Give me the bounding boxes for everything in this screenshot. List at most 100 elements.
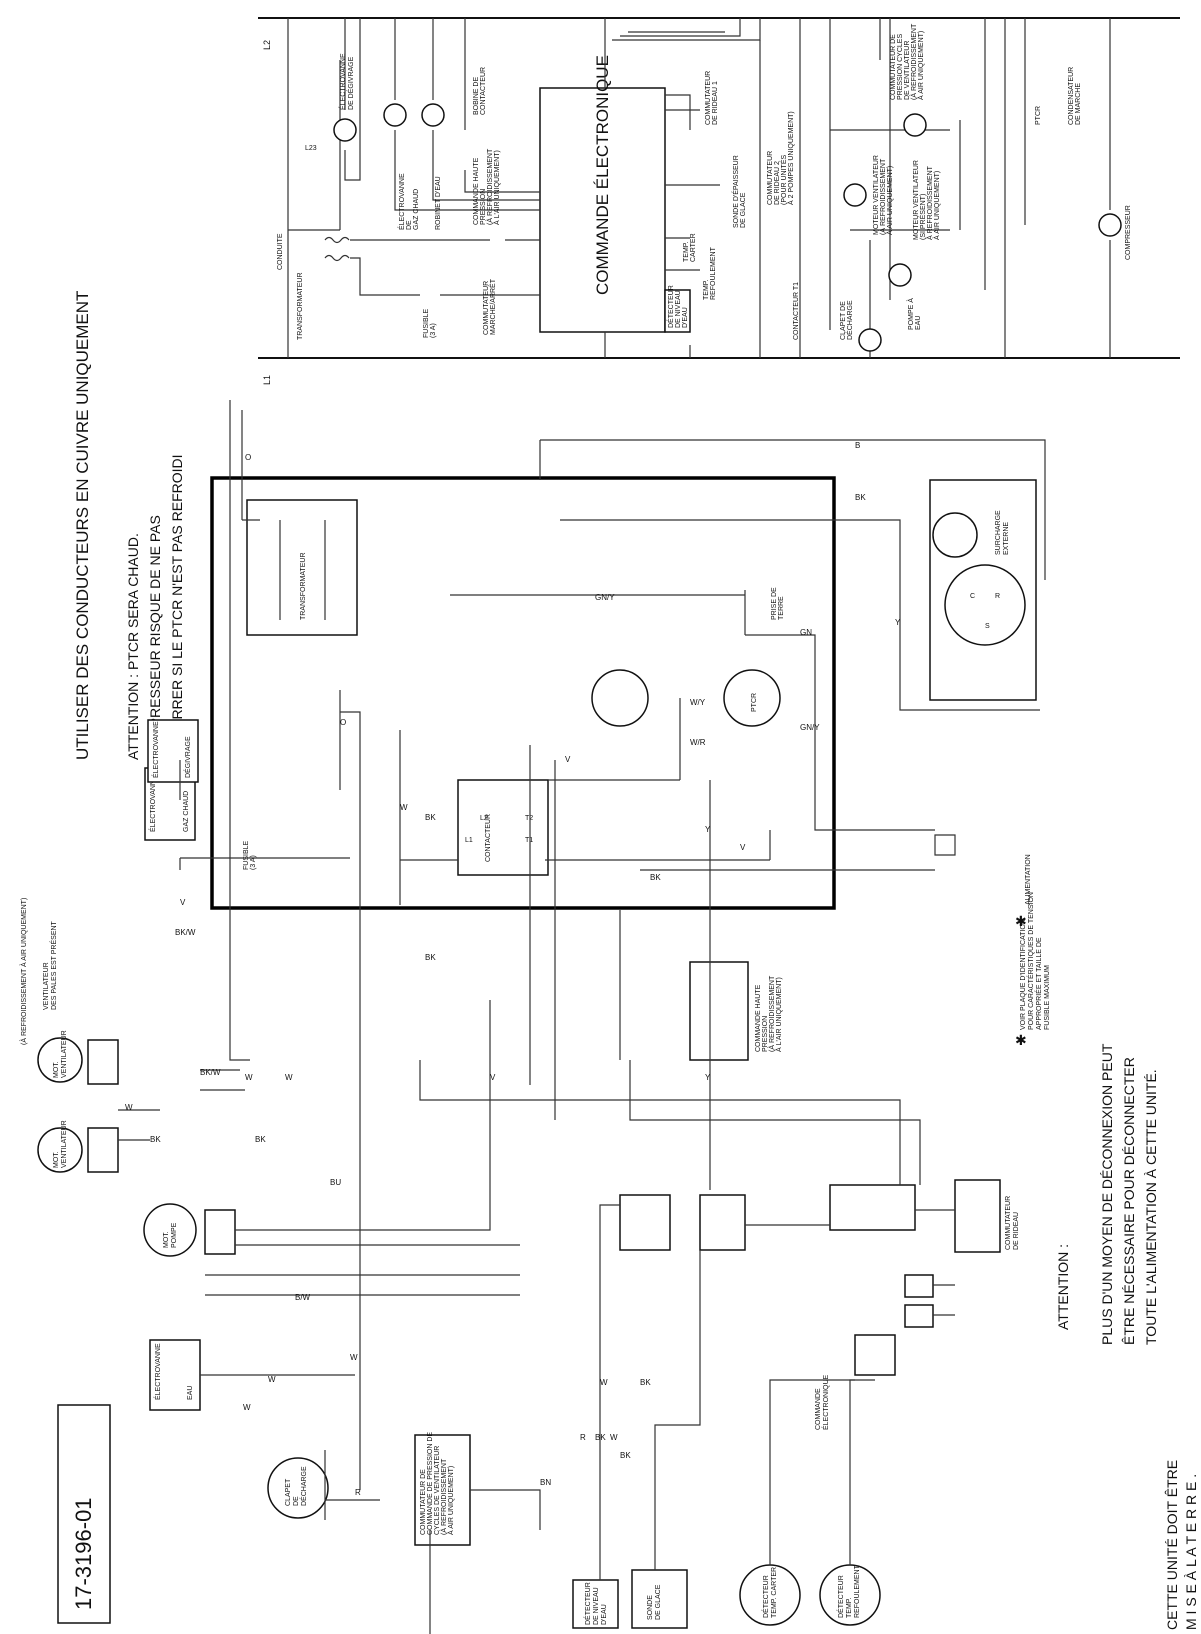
svg-text:L23: L23 (305, 145, 317, 152)
svg-text:(À REFROIDISSEMENT: (À REFROIDISSEMENT (878, 158, 887, 235)
ptcr-warning-line-3: DÉMARRER SI LE PTCR N'EST PAS REFROIDI (169, 454, 185, 760)
svg-text:À AIR UNIQUEMENT): À AIR UNIQUEMENT) (446, 1466, 455, 1535)
svg-text:DE: DE (406, 220, 413, 230)
svg-text:W: W (285, 1073, 293, 1082)
svg-text:W/R: W/R (690, 738, 706, 747)
ladder-diagram: L2 L1 COMMANDE ÉLECTRONIQUE DÉTECTEUR DE… (258, 17, 1180, 385)
svg-text:ÉLECTROVANNE: ÉLECTROVANNE (338, 53, 347, 110)
part-number: 17-3196-01 (71, 1497, 96, 1610)
svg-text:D'EAU: D'EAU (682, 307, 689, 328)
svg-text:COMMANDE HAUTE: COMMANDE HAUTE (473, 157, 480, 225)
svg-text:VENTILATEUR: VENTILATEUR (61, 1120, 68, 1168)
svg-text:BK: BK (595, 1433, 606, 1442)
svg-text:CARTER: CARTER (690, 233, 697, 262)
part-number-block: 17-3196-01 (57, 1404, 111, 1624)
supply-label: ALIMENTATION (1025, 854, 1032, 905)
svg-text:ÉLECTROVANNE: ÉLECTROVANNE (151, 721, 160, 778)
svg-text:W: W (245, 1073, 253, 1082)
svg-text:GN/Y: GN/Y (800, 723, 820, 732)
svg-text:CYCLES DE VENTILATEUR: CYCLES DE VENTILATEUR (434, 1446, 441, 1535)
svg-text:EXTERNE: EXTERNE (1003, 522, 1010, 555)
svg-text:BOBINE DE: BOBINE DE (473, 77, 480, 115)
svg-text:W: W (600, 1378, 608, 1387)
svg-text:SURCHARGE: SURCHARGE (995, 510, 1002, 555)
svg-text:(SI PRÉSENT): (SI PRÉSENT) (918, 194, 927, 240)
svg-text:POMPE À: POMPE À (906, 298, 915, 330)
svg-text:EAU: EAU (915, 316, 922, 330)
ptcr-warning: ATTENTION : PTCR SERA CHAUD. COMPRESSEUR… (125, 454, 185, 760)
svg-text:COMMUTATEUR: COMMUTATEUR (483, 281, 490, 335)
svg-text:PRISE DE: PRISE DE (771, 587, 778, 620)
svg-text:✱: ✱ (1015, 913, 1027, 929)
svg-text:FUSIBLE: FUSIBLE (243, 840, 250, 870)
svg-text:VOIR PLAQUE D'IDENTIFICATION: VOIR PLAQUE D'IDENTIFICATION (1020, 919, 1027, 1030)
svg-text:CLAPET: CLAPET (285, 1478, 292, 1506)
svg-text:BK: BK (640, 1378, 651, 1387)
svg-text:GAZ CHAUD: GAZ CHAUD (413, 189, 420, 230)
svg-text:BK/W: BK/W (175, 928, 196, 937)
ventilator-legend: VENTILATEUR DES PALES EST PRÉSENT (43, 920, 58, 1010)
svg-text:DE RIDEAU 2: DE RIDEAU 2 (774, 161, 781, 205)
svg-text:À L'AIR UNIQUEMENT): À L'AIR UNIQUEMENT) (492, 150, 501, 225)
svg-text:DE VENTILATEUR: DE VENTILATEUR (904, 41, 911, 100)
svg-text:BK/W: BK/W (200, 1068, 221, 1077)
svg-text:C: C (970, 593, 975, 600)
svg-text:À AIR UNIQUEMENT): À AIR UNIQUEMENT) (916, 31, 925, 100)
svg-text:W: W (243, 1403, 251, 1412)
svg-text:V: V (180, 898, 186, 907)
svg-text:TRANSFORMATEUR: TRANSFORMATEUR (297, 272, 304, 340)
svg-text:W/Y: W/Y (690, 698, 706, 707)
svg-text:DES PALES EST PRÉSENT: DES PALES EST PRÉSENT (49, 920, 58, 1010)
transformer-block (246, 499, 358, 636)
svg-text:REFOULEMENT: REFOULEMENT (854, 1564, 861, 1618)
svg-text:DE GLACE: DE GLACE (740, 192, 747, 228)
svg-text:EAU: EAU (187, 1386, 194, 1400)
svg-text:BK: BK (650, 873, 661, 882)
svg-text:COMPRESSEUR: COMPRESSEUR (1125, 205, 1132, 260)
svg-text:(À REFROIDISSEMENT: (À REFROIDISSEMENT (485, 148, 494, 225)
svg-text:S: S (985, 623, 990, 630)
wiring-components: TRANSFORMATEUR CONTACTEUR L1 L2 T1 T2 FU… (37, 479, 1037, 1629)
svg-text:APPROPRIÉE ET TAILLE DE: APPROPRIÉE ET TAILLE DE (1034, 937, 1043, 1030)
svg-text:PRESSION: PRESSION (480, 189, 487, 225)
svg-text:FUSIBLE MAXIMUM: FUSIBLE MAXIMUM (1044, 965, 1051, 1030)
disconnect-title: ATTENTION : (1055, 1244, 1071, 1330)
air-cooled-note: (À REFROIDISSEMENT À AIR UNIQUEMENT) (19, 898, 28, 1045)
svg-text:DÉGIVRAGE: DÉGIVRAGE (183, 736, 192, 778)
svg-text:DÉCHARGE: DÉCHARGE (845, 300, 854, 340)
svg-text:BK: BK (620, 1451, 631, 1460)
ground-line-2: M I S E À L A T E R R E . (1183, 1474, 1199, 1630)
svg-text:(3 A): (3 A) (250, 855, 257, 870)
wiring-runs (118, 400, 1046, 1634)
svg-text:L2: L2 (480, 815, 488, 822)
svg-text:ROBINET D'EAU: ROBINET D'EAU (435, 176, 442, 230)
svg-text:À AIR UNIQUEMENT): À AIR UNIQUEMENT) (885, 166, 894, 235)
svg-text:Y: Y (895, 618, 901, 627)
svg-text:V: V (565, 755, 571, 764)
svg-text:D'EAU: D'EAU (601, 1604, 608, 1625)
svg-text:(3 A): (3 A) (430, 323, 437, 338)
svg-text:TERRE: TERRE (778, 596, 785, 620)
svg-text:DE RIDEAU: DE RIDEAU (1013, 1212, 1020, 1250)
svg-text:CONTACTEUR T1: CONTACTEUR T1 (793, 282, 800, 340)
svg-text:W: W (125, 1103, 133, 1112)
svg-text:VENTILATEUR: VENTILATEUR (61, 1030, 68, 1078)
svg-text:TEMP.: TEMP. (703, 279, 710, 300)
svg-text:COMMUTATEUR: COMMUTATEUR (1005, 1196, 1012, 1250)
svg-text:REFOULEMENT: REFOULEMENT (710, 246, 717, 300)
svg-text:V: V (740, 843, 746, 852)
ptcr-warning-line-2: COMPRESSEUR RISQUE DE NE PAS (147, 515, 163, 760)
svg-text:COMMUTATEUR DE: COMMUTATEUR DE (420, 1469, 427, 1535)
svg-text:W: W (400, 803, 408, 812)
svg-text:BK: BK (855, 493, 866, 502)
svg-text:COMMANDE DE PRESSION DE: COMMANDE DE PRESSION DE (427, 1432, 434, 1535)
svg-text:TEMP. CARTER: TEMP. CARTER (771, 1567, 778, 1618)
svg-text:R: R (355, 1488, 361, 1497)
svg-text:ÉLECTRONIQUE: ÉLECTRONIQUE (821, 1374, 830, 1430)
svg-text:BK: BK (425, 953, 436, 962)
svg-text:MARCHE/ARRÊT: MARCHE/ARRÊT (488, 278, 497, 335)
svg-text:SONDE: SONDE (647, 1595, 654, 1620)
svg-text:CONDENSATEUR: CONDENSATEUR (1068, 67, 1075, 125)
svg-text:À 2 POMPES UNIQUEMENT): À 2 POMPES UNIQUEMENT) (786, 111, 795, 205)
